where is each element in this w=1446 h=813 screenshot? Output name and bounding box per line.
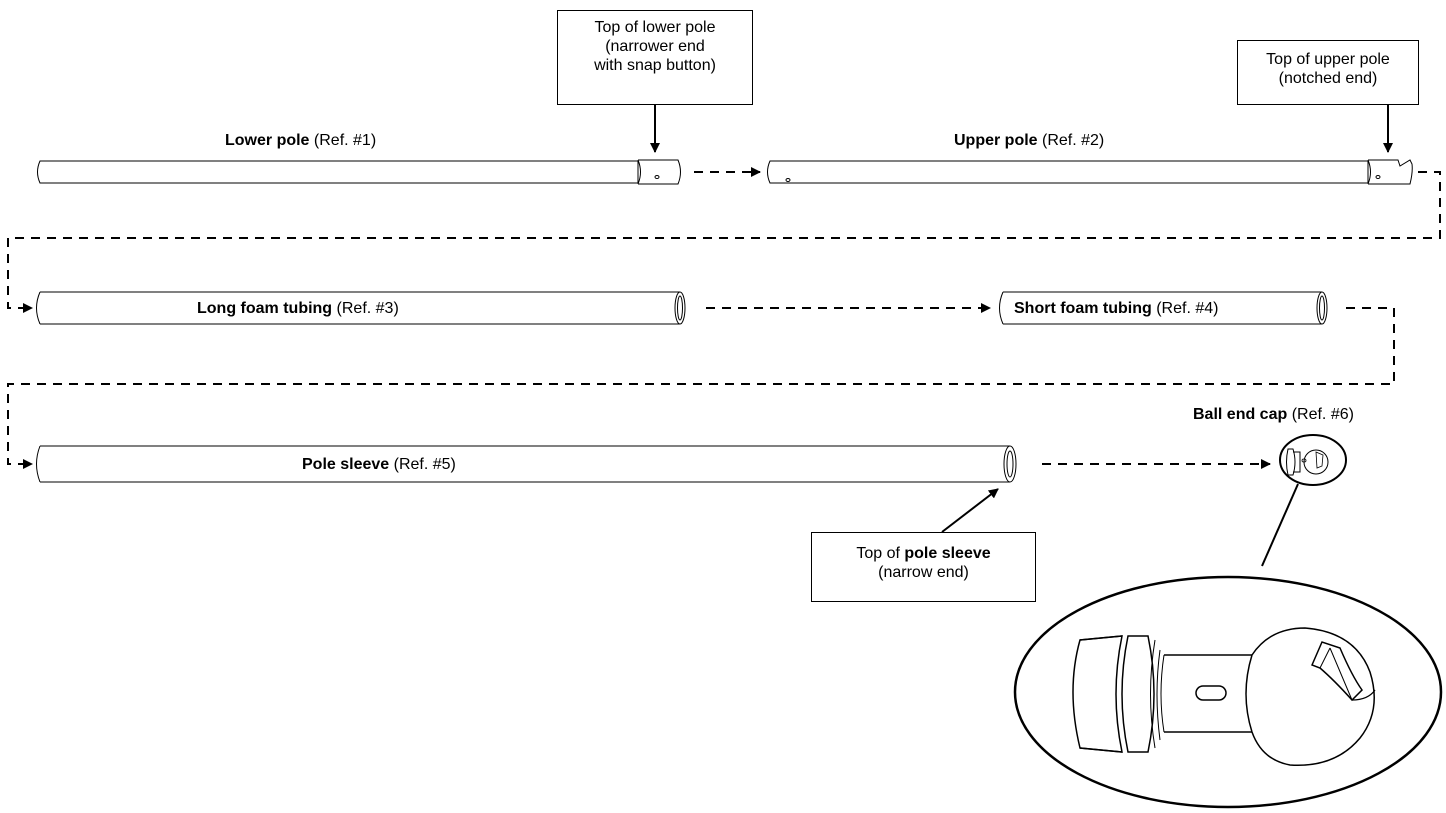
lower-pole-name: Lower pole [225,132,310,149]
long-foam-tubing [36,291,686,325]
upper-pole [767,159,1413,185]
pole-sleeve-name: Pole sleeve [302,456,390,473]
sleeve-top-arrow [941,488,999,533]
lower-top-line3: with snap button) [594,57,716,74]
zoom-connector-line [1261,483,1299,567]
ball-end-cap-thumbnail [1279,434,1347,486]
long-foam-name: Long foam tubing [197,300,333,317]
upper-pole-top-callout: Top of upper pole (notched end) [1237,40,1419,105]
sleeve-top-prefix: Top of [856,545,905,562]
long-foam-ref: (Ref. #3) [336,300,399,317]
sleeve-top-line2: (narrow end) [878,564,969,581]
ball-cap-name: Ball end cap [1193,406,1288,423]
short-foam-ref: (Ref. #4) [1156,300,1219,317]
ball-end-cap-detail [1013,575,1443,809]
upper-pole-name: Upper pole [954,132,1038,149]
lower-pole-top-callout: Top of lower pole (narrower end with sna… [557,10,753,105]
short-foam-tubing [999,291,1328,325]
short-foam-label: Short foam tubing (Ref. #4) [1014,299,1218,318]
sleeve-top-bold: pole sleeve [904,545,991,562]
lower-top-line2: (narrower end [605,38,705,55]
pole-sleeve [36,445,1017,483]
ball-cap-ref: (Ref. #6) [1291,406,1354,423]
lower-top-line1: Top of lower pole [594,19,716,36]
sleeve-top-line1: Top of pole sleeve [812,544,1035,563]
assembly-flow [7,167,1441,469]
lower-pole [37,159,681,185]
pole-sleeve-top-callout: Top of pole sleeve (narrow end) [811,532,1036,602]
upper-top-line2: (notched end) [1278,70,1378,87]
short-foam-name: Short foam tubing [1014,300,1152,317]
upper-top-line1: Top of upper pole [1266,51,1390,68]
upper-pole-ref: (Ref. #2) [1042,132,1105,149]
long-foam-label: Long foam tubing (Ref. #3) [197,299,399,318]
lower-pole-ref: (Ref. #1) [313,132,377,149]
pole-sleeve-label: Pole sleeve (Ref. #5) [302,455,456,474]
lower-pole-label: Lower pole (Ref. #1) [225,131,376,150]
upper-pole-label: Upper pole (Ref. #2) [954,131,1104,150]
pole-sleeve-ref: (Ref. #5) [393,456,456,473]
ball-cap-label: Ball end cap (Ref. #6) [1193,405,1354,424]
